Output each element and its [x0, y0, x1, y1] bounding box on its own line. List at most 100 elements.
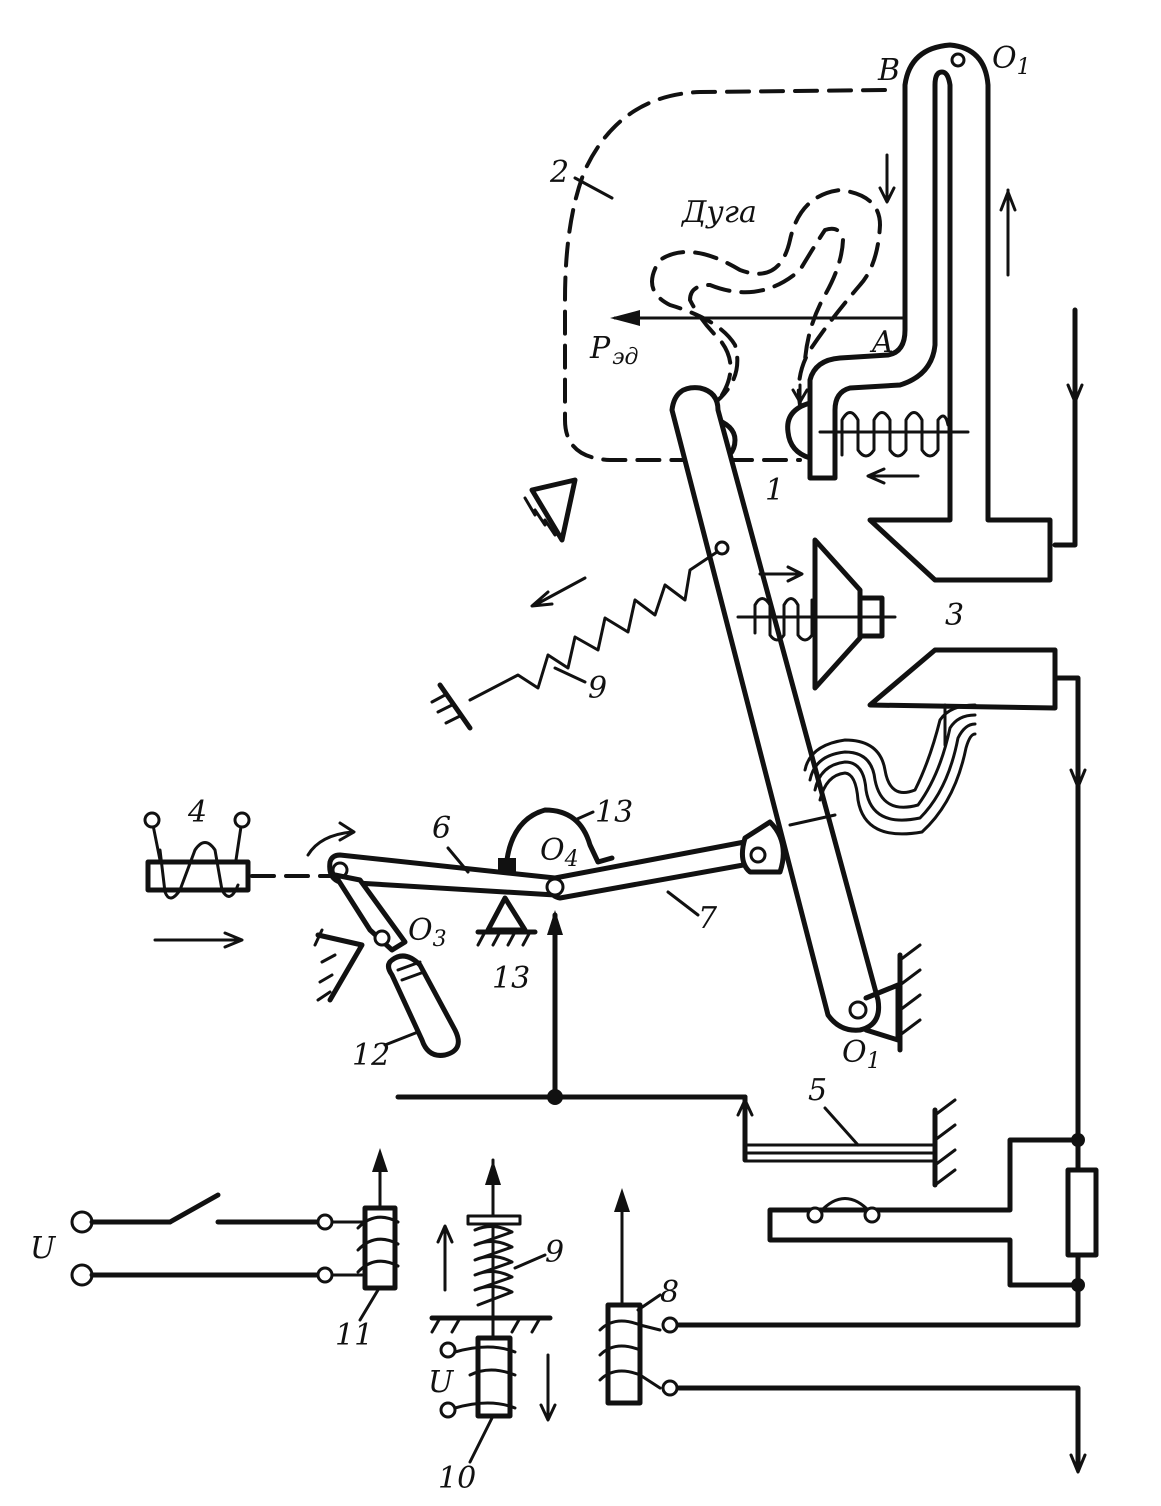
label-voltage-left: U	[30, 1231, 57, 1266]
contact-spring	[753, 597, 814, 642]
support-triangle	[529, 477, 578, 543]
label-n13-top: 13	[595, 795, 633, 830]
label-point-a: A	[869, 325, 894, 360]
coil-10-term-top	[439, 1341, 457, 1359]
shunt-branch	[767, 1137, 1081, 1288]
coil-10-arrowhead	[485, 1160, 501, 1185]
label-n6: 6	[432, 811, 451, 846]
leader-n5	[823, 1106, 860, 1147]
label-o1-bottom-sub: 1	[867, 1049, 881, 1074]
latch-13-tooth	[498, 858, 516, 872]
trip-bus-node	[547, 1089, 563, 1105]
label-o3: O3	[408, 913, 447, 952]
label-arc: Дуга	[680, 195, 757, 230]
coil-8-winding	[598, 1319, 662, 1390]
handle-grip-lines	[396, 960, 426, 982]
coil-11-leads	[330, 1220, 364, 1277]
solenoid-4-term-r	[233, 811, 251, 829]
coil-10-ground-hatch	[430, 1316, 542, 1334]
leader-n11	[358, 1288, 380, 1322]
load-arrow	[1069, 753, 1087, 789]
contact-push-arrow	[758, 565, 804, 583]
switch-blade	[167, 1192, 221, 1225]
label-o1-top: O1	[992, 41, 1031, 80]
output-line	[667, 1282, 1081, 1328]
label-voltage-coil: U	[428, 1365, 455, 1400]
arc-chute-outline	[563, 88, 887, 462]
link-7	[548, 837, 767, 901]
handle-ground-hatch	[313, 928, 337, 1002]
label-n2: 2	[549, 155, 569, 190]
label-n4: 4	[187, 795, 207, 830]
label-n12: 12	[352, 1038, 390, 1073]
arc-chute-marker	[573, 176, 614, 200]
label-n9-spring: 9	[588, 671, 607, 706]
label-force-p: P	[589, 331, 611, 366]
pivot-o4	[545, 877, 565, 897]
leader-n10	[468, 1416, 494, 1464]
bimetal-lead-arrow	[736, 1098, 754, 1117]
coil-8-arrowhead	[614, 1188, 630, 1212]
solenoid-4-term-l	[143, 811, 161, 829]
support-hatch	[523, 496, 557, 537]
input-arrow	[153, 931, 244, 949]
label-n11: 11	[335, 1318, 373, 1353]
label-n1: 1	[765, 473, 784, 508]
coil-11-term-top	[316, 1213, 334, 1231]
trip-rod-arrowhead	[547, 910, 563, 935]
label-o1-top-sub: 1	[1017, 55, 1031, 80]
coil-10-down-arrow	[539, 1353, 557, 1422]
leader-n8	[636, 1293, 662, 1312]
spring-anchor-pin	[714, 540, 730, 556]
coil-10-top-plate	[466, 1214, 522, 1226]
supply-line-top	[1052, 307, 1078, 548]
force-arrowhead	[610, 310, 640, 326]
latch-13	[503, 807, 615, 871]
pivot-o1-bottom	[848, 1000, 868, 1020]
label-o4-sub: 4	[564, 847, 579, 872]
solenoid-4-winding	[158, 841, 240, 900]
bimetal-wall-hatch	[933, 1098, 957, 1187]
wall-o1-hatch	[898, 943, 922, 1037]
main-contact-lower	[867, 647, 1058, 711]
coil-8-term-top	[661, 1316, 679, 1334]
contact-bridge-l	[806, 1206, 824, 1224]
label-o1-bottom: O1	[842, 1035, 881, 1074]
label-n10: 10	[438, 1461, 476, 1496]
label-o3-sub: 3	[433, 927, 447, 952]
label-o1-bottom-main: O	[842, 1035, 867, 1070]
load-line	[1052, 675, 1081, 1143]
coil-11-term-bot	[316, 1266, 334, 1284]
leader-n7	[666, 890, 700, 917]
coil-current-arrow	[866, 467, 920, 485]
shunt-resistor	[1065, 1167, 1099, 1258]
label-o4-main: O	[540, 833, 565, 868]
return-arrow	[1069, 1438, 1087, 1474]
spring-force-arrow	[530, 576, 587, 608]
label-n7: 7	[698, 901, 718, 936]
label-point-b: B	[877, 53, 900, 88]
main-contact-moving	[812, 537, 863, 691]
contact-bridge	[818, 1197, 872, 1214]
terminal-left-bot	[70, 1263, 94, 1287]
label-n3: 3	[945, 598, 964, 633]
label-force: Pэд	[589, 331, 639, 370]
coil-10-spring	[473, 1225, 514, 1307]
coil-11-winding	[356, 1215, 400, 1274]
arc-flow-arrow	[791, 383, 809, 404]
blowout-coil	[840, 411, 950, 458]
label-n13-bottom: 13	[492, 961, 530, 996]
supply-arrow-top	[1066, 368, 1084, 404]
label-o4: O4	[540, 833, 579, 872]
support-13-hatch	[476, 930, 532, 947]
fixed-contact-busbar	[807, 42, 1053, 583]
pivot-o3	[373, 929, 391, 947]
leader-n9-spring	[553, 666, 587, 684]
return-line	[667, 1385, 1081, 1468]
leader-n13-top	[573, 810, 595, 822]
leader-n9-coil	[513, 1253, 547, 1270]
leader-n6	[446, 846, 470, 874]
terminal-left-top	[70, 1210, 94, 1234]
coil-8-term-bot	[661, 1379, 679, 1397]
